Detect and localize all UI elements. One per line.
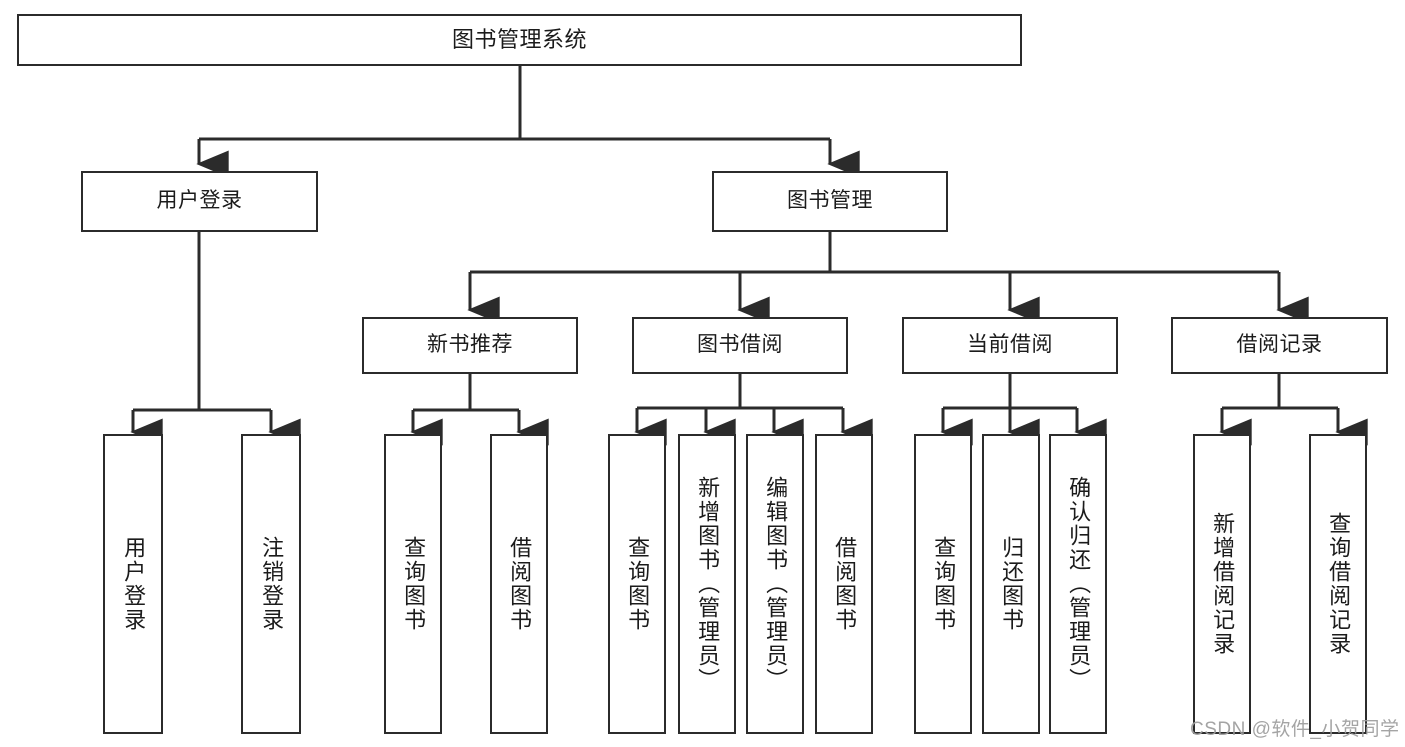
node-label: 查询借阅记录 [1326, 512, 1352, 656]
node-query-book-2[interactable]: 查询图书 [608, 434, 666, 734]
node-add-book[interactable]: 新增图书（管理员） [678, 434, 736, 734]
node-label: 注销登录 [259, 536, 285, 632]
node-label: 编辑图书（管理员） [763, 476, 789, 692]
node-label: 确认归还（管理员） [1066, 476, 1092, 692]
node-label: 查询图书 [401, 536, 427, 632]
node-query-book-1[interactable]: 查询图书 [384, 434, 442, 734]
node-query-borrow-record[interactable]: 查询借阅记录 [1309, 434, 1367, 734]
node-borrow-record[interactable]: 借阅记录 [1171, 317, 1388, 374]
node-label: 归还图书 [999, 536, 1025, 632]
node-label: 用户登录 [156, 189, 243, 213]
node-label: 新增借阅记录 [1210, 512, 1236, 656]
node-confirm-return[interactable]: 确认归还（管理员） [1049, 434, 1107, 734]
node-user-login[interactable]: 用户登录 [81, 171, 318, 232]
node-label: 借阅图书 [507, 536, 533, 632]
node-return-book[interactable]: 归还图书 [982, 434, 1040, 734]
node-label: 借阅记录 [1236, 333, 1323, 357]
node-label: 用户登录 [121, 536, 147, 632]
node-new-book-recommend[interactable]: 新书推荐 [362, 317, 578, 374]
node-label: 新书推荐 [427, 333, 513, 357]
node-logout-leaf[interactable]: 注销登录 [241, 434, 301, 734]
node-add-borrow-record[interactable]: 新增借阅记录 [1193, 434, 1251, 734]
node-edit-book[interactable]: 编辑图书（管理员） [746, 434, 804, 734]
node-label: 借阅图书 [832, 536, 858, 632]
node-user-login-leaf[interactable]: 用户登录 [103, 434, 163, 734]
node-borrow-book-2[interactable]: 借阅图书 [815, 434, 873, 734]
node-book-borrow[interactable]: 图书借阅 [632, 317, 848, 374]
node-label: 当前借阅 [967, 333, 1053, 357]
node-label: 查询图书 [625, 536, 651, 632]
node-label: 图书借阅 [697, 333, 783, 357]
node-query-book-3[interactable]: 查询图书 [914, 434, 972, 734]
node-label: 新增图书（管理员） [695, 476, 721, 692]
node-current-borrow[interactable]: 当前借阅 [902, 317, 1118, 374]
node-label: 图书管理系统 [451, 27, 587, 53]
node-label: 图书管理 [787, 189, 873, 213]
node-borrow-book-1[interactable]: 借阅图书 [490, 434, 548, 734]
node-book-management[interactable]: 图书管理 [712, 171, 948, 232]
node-label: 查询图书 [931, 536, 957, 632]
node-root-system[interactable]: 图书管理系统 [17, 14, 1022, 66]
watermark-text: CSDN @软件_小贺同学 [1190, 719, 1400, 740]
